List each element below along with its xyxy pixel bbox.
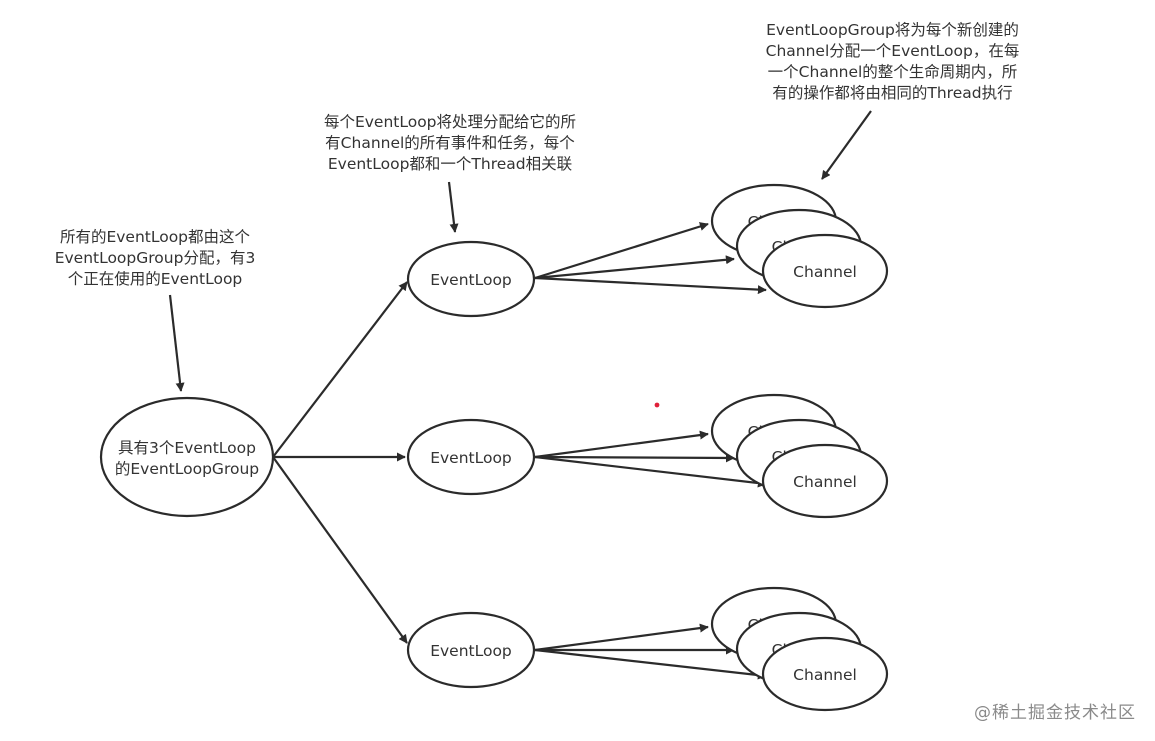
loop-2-to-channel-c-arrow (534, 455, 767, 488)
loop-1-to-channel-c-arrow (534, 276, 767, 295)
group-note: 所有的EventLoop都由这个 EventLoopGroup分配，有3 个正在… (40, 227, 270, 290)
loop-note-line-2: 有Channel的所有事件和任务，每个 (325, 134, 575, 152)
channel-node: Channel (761, 443, 889, 519)
loop-note-line-1: 每个EventLoop将处理分配给它的所 (323, 113, 577, 131)
group-node-line-2: 的EventLoopGroup (115, 460, 259, 478)
channel-note-line-2: Channel分配一个EventLoop，在每 (765, 42, 1020, 60)
loop-note: 每个EventLoop将处理分配给它的所 有Channel的所有事件和任务，每个… (305, 112, 595, 175)
eventloop-label: EventLoop (430, 449, 512, 467)
channel-note-arrow (821, 110, 872, 180)
channel-group-2: Ch Ch Channel (710, 393, 889, 519)
loop-3-to-channel-c-arrow (534, 648, 767, 680)
eventloop-node-3: EventLoop (406, 611, 536, 689)
red-dot-marker (654, 402, 660, 408)
group-note-line-1: 所有的EventLoop都由这个 (59, 228, 251, 246)
loop-note-arrow (447, 181, 459, 233)
channel-node: Channel (761, 233, 889, 309)
group-note-line-3: 个正在使用的EventLoop (67, 270, 243, 288)
group-to-loop-1-arrow (272, 281, 408, 458)
loop-1-to-channel-a-arrow (534, 222, 709, 280)
watermark-label: @稀土掘金技术社区 (974, 703, 1136, 723)
channel-label: Channel (793, 263, 857, 281)
group-to-loop-3-arrow (272, 456, 408, 644)
group-note-line-2: EventLoopGroup分配，有3 (54, 249, 256, 267)
channel-note-line-4: 有的操作都将由相同的Thread执行 (772, 84, 1013, 102)
eventloop-node-1: EventLoop (406, 240, 536, 318)
channel-group-1: Ch Ch Channel (710, 183, 889, 309)
loop-2-to-channel-a-arrow (534, 430, 709, 459)
group-node-line-1: 具有3个EventLoop (118, 439, 256, 457)
channel-node: Channel (761, 636, 889, 712)
channel-note-line-1: EventLoopGroup将为每个新创建的 (766, 21, 1019, 39)
channel-group-3: Ch Ch Channel (710, 586, 889, 712)
loop-2-to-channel-b-arrow (534, 453, 735, 463)
loop-3-to-channel-a-arrow (534, 623, 709, 652)
eventloop-node-2: EventLoop (406, 418, 536, 496)
channel-note: EventLoopGroup将为每个新创建的 Channel分配一个EventL… (745, 20, 1040, 104)
channel-label: Channel (793, 666, 857, 684)
loop-1-to-channel-b-arrow (534, 255, 735, 280)
eventloop-label: EventLoop (430, 642, 512, 660)
eventloop-label: EventLoop (430, 271, 512, 289)
group-note-arrow (168, 294, 185, 392)
channel-note-line-3: 一个Channel的整个生命周期内，所 (767, 63, 1018, 81)
loop-note-line-3: EventLoop都和一个Thread相关联 (327, 155, 573, 173)
eventloopgroup-node: 具有3个EventLoop 的EventLoopGroup (99, 396, 275, 518)
channel-label: Channel (793, 473, 857, 491)
